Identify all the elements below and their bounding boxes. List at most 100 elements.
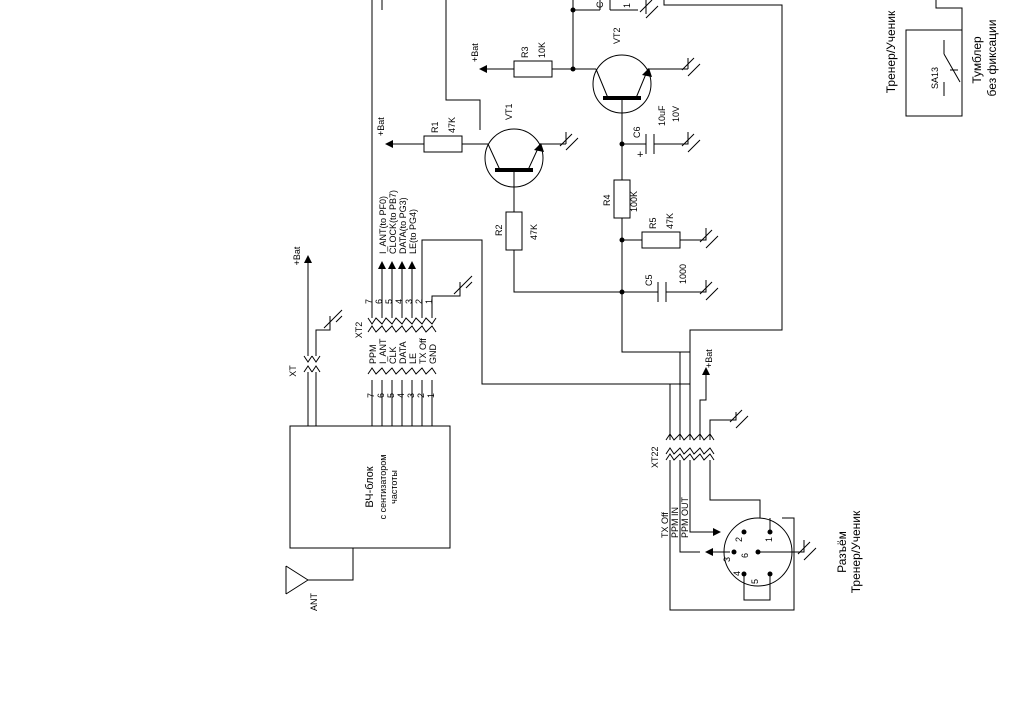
- xt2-signal: I_ANT: [378, 338, 388, 364]
- xt22-connector: [665, 351, 749, 461]
- r4-resistor: [613, 179, 690, 353]
- bat-label-xt22: +Bat: [704, 349, 714, 368]
- switch-sa13: [905, 0, 963, 117]
- r5-name: R5: [648, 217, 658, 229]
- xt2-signal: TX Off: [418, 338, 428, 364]
- vt1-transistor: [484, 128, 579, 212]
- xt2-top-pin: 7: [364, 299, 374, 304]
- xt2-top-pin: 3: [404, 299, 414, 304]
- xt22-label: XT22: [650, 446, 660, 468]
- c6-voltage: 10V: [671, 106, 681, 122]
- xt2-top-pins: 7 6 5 4 3 2 1: [364, 299, 434, 304]
- top-cap-value: 1: [622, 3, 632, 8]
- din-pin: 2: [734, 537, 744, 542]
- r3-resistor: [496, 60, 596, 78]
- c6-plus: +: [637, 149, 643, 161]
- c6-capacitor: [619, 132, 701, 154]
- vt1-base-wire: [381, 0, 481, 130]
- xt2-top-pin: 6: [374, 299, 384, 304]
- r4-value: 100K: [629, 191, 639, 212]
- xt2-signals: PPM I_ANT CLK DATA LE TX Off GND: [368, 338, 438, 364]
- r2-name: R2: [494, 224, 504, 236]
- rf-block-subtitle: с сентизатором: [378, 455, 388, 520]
- connector-label-line1: Разъём: [835, 531, 849, 573]
- bat-label-xt: +Bat: [292, 246, 302, 265]
- bat-label-r3: +Bat: [470, 43, 480, 62]
- mcu-label: DATA(to PG3): [398, 197, 408, 254]
- r1-value: 47K: [447, 117, 457, 133]
- vt2-transistor: [592, 54, 701, 180]
- r2-resistor: [505, 211, 622, 293]
- xt2-signal: DATA: [398, 341, 408, 364]
- xt-connector: [303, 260, 343, 426]
- top-cap-name: C: [595, 1, 605, 8]
- r5-resistor: [619, 228, 719, 249]
- din-pin: 3: [722, 557, 732, 562]
- xt2-top-pin: 1: [424, 299, 434, 304]
- r4-name: R4: [602, 194, 612, 206]
- xt22-signal: PPM OUT: [680, 496, 690, 538]
- xt2-bottom-pin: 1: [426, 393, 436, 398]
- switch-name: SA13: [930, 67, 940, 89]
- vt1-label: VT1: [504, 103, 514, 120]
- xt2-bottom-pins: 7 6 5 4 3 2 1: [366, 393, 436, 398]
- r1-resistor: [400, 135, 488, 153]
- c6-value: 10uF: [657, 105, 667, 126]
- rf-block-subtitle2: частоты: [389, 470, 399, 504]
- switch-wire: [663, 0, 783, 430]
- switch-line1: Тумблер: [970, 36, 984, 84]
- r2-value: 47K: [529, 224, 539, 240]
- bat-label-r1: +Bat: [376, 117, 386, 136]
- vt2-label: VT2: [612, 27, 622, 44]
- xt22-signal: TX Off: [660, 512, 670, 538]
- xt2-top-pin: 5: [384, 299, 394, 304]
- switch-top-label: Тренер/Ученик: [884, 10, 898, 93]
- din-pin: 5: [750, 579, 760, 584]
- c5-name: C5: [644, 274, 654, 286]
- xt2-bottom-pin: 7: [366, 393, 376, 398]
- din-pin: 1: [764, 537, 774, 542]
- xt2-bundle: [367, 0, 690, 426]
- r5-value: 47K: [665, 213, 675, 229]
- din-pin: 6: [740, 553, 750, 558]
- xt-label: XT: [288, 365, 298, 377]
- xt2-signal: LE: [408, 353, 418, 364]
- din-pin: 4: [732, 571, 742, 576]
- rf-block: ВЧ-блок с сентизатором частоты: [289, 425, 451, 549]
- xt2-bottom-pin: 3: [406, 393, 416, 398]
- din-connector: [723, 517, 817, 601]
- mcu-label: I_ANT(to PF0): [378, 196, 388, 254]
- xt2-bottom-pin: 6: [376, 393, 386, 398]
- c6-name: C6: [632, 126, 642, 138]
- switch-line2: без фиксации: [985, 20, 999, 97]
- xt2-top-pin: 2: [414, 299, 424, 304]
- xt22-signals: TX Off PPM IN PPM OUT: [660, 496, 690, 538]
- xt2-top-pin: 4: [394, 299, 404, 304]
- rf-block-title: ВЧ-блок: [364, 466, 376, 507]
- mcu-label: LE(to PG4): [408, 209, 418, 254]
- xt22-din-wires: [669, 460, 795, 611]
- node-top: [570, 7, 576, 13]
- r3-name: R3: [520, 46, 530, 58]
- mcu-label: CLOCK(to PB7): [388, 190, 398, 254]
- xt2-bottom-pin: 2: [416, 393, 426, 398]
- xt2-signal: PPM: [368, 344, 378, 364]
- r3-value: 10K: [537, 42, 547, 58]
- antenna-icon: [285, 548, 354, 595]
- xt2-bottom-pin: 4: [396, 393, 406, 398]
- xt2-bottom-pin: 5: [386, 393, 396, 398]
- c5-capacitor: [619, 280, 719, 302]
- xt22-signal: PPM IN: [670, 507, 680, 538]
- r3-top-wire: [572, 0, 600, 69]
- c5-value: 1000: [678, 264, 688, 284]
- mcu-labels: I_ANT(to PF0) CLOCK(to PB7) DATA(to PG3)…: [378, 190, 418, 254]
- r1-name: R1: [430, 121, 440, 133]
- xt2-signal: CLK: [388, 346, 398, 364]
- xt2-label: XT2: [354, 322, 364, 339]
- antenna-label: ANT: [309, 592, 319, 611]
- top-capacitor: [599, 0, 659, 19]
- connector-label-line2: Тренер/Ученик: [849, 510, 863, 593]
- xt2-signal: GND: [428, 344, 438, 365]
- din-pins: 1 2 3 6 4 5: [722, 537, 774, 584]
